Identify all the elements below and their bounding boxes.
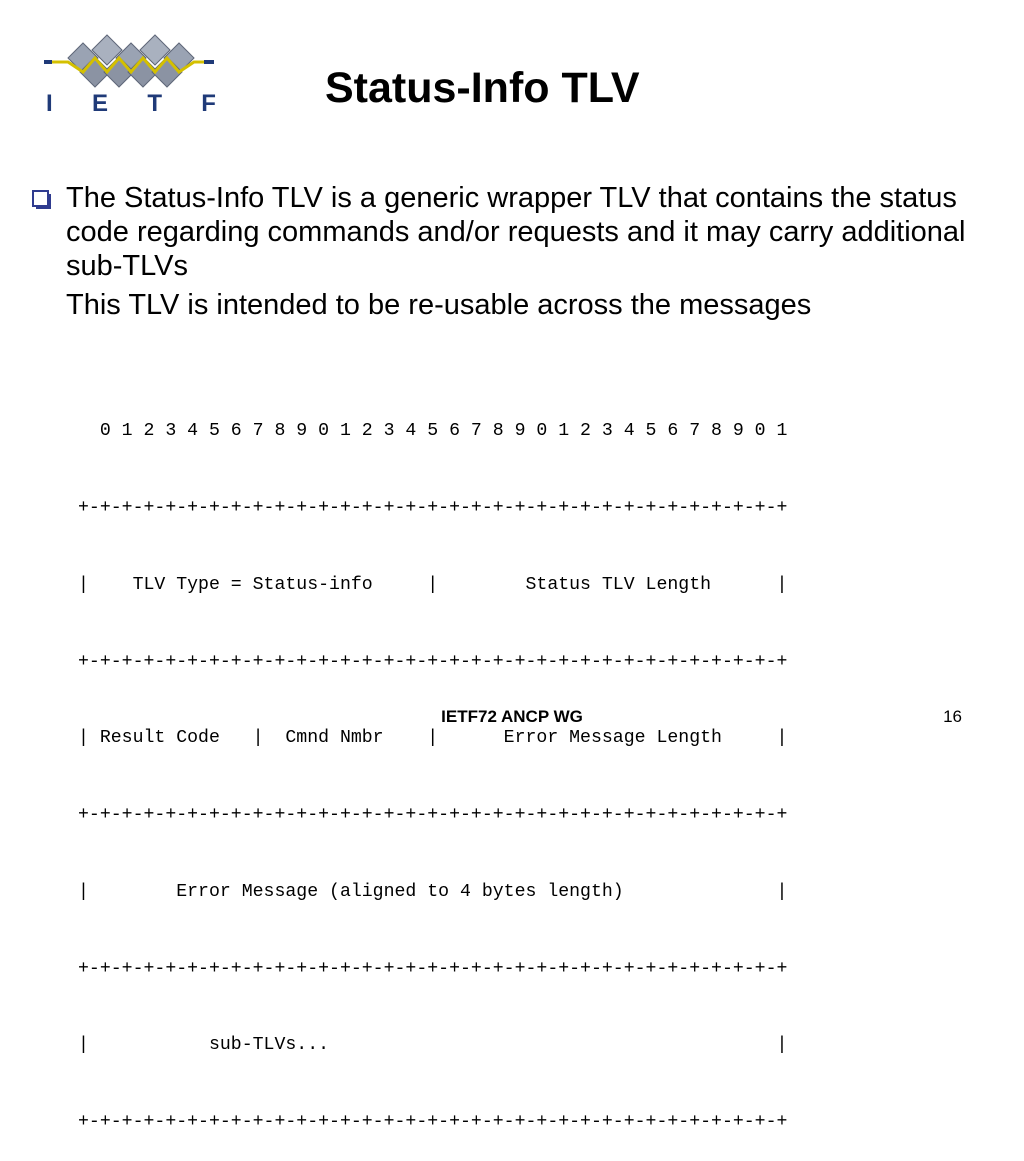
field-row: | Result Code | Cmnd Nmbr | Error Messag…	[78, 728, 788, 749]
separator-row: +-+-+-+-+-+-+-+-+-+-+-+-+-+-+-+-+-+-+-+-…	[78, 1112, 788, 1133]
separator-row: +-+-+-+-+-+-+-+-+-+-+-+-+-+-+-+-+-+-+-+-…	[78, 497, 788, 518]
separator-row: +-+-+-+-+-+-+-+-+-+-+-+-+-+-+-+-+-+-+-+-…	[78, 958, 788, 979]
field-row: | sub-TLVs... |	[78, 1035, 788, 1056]
logo-letter-e: E	[91, 90, 108, 117]
separator-row: +-+-+-+-+-+-+-+-+-+-+-+-+-+-+-+-+-+-+-+-…	[78, 805, 788, 826]
logo-letters: I E T F	[46, 90, 216, 117]
slide-title: Status-Info TLV	[325, 64, 640, 112]
sub-text: This TLV is intended to be re-usable acr…	[66, 289, 812, 321]
field-row: | Error Message (aligned to 4 bytes leng…	[78, 881, 788, 902]
packet-diagram: 0 1 2 3 4 5 6 7 8 9 0 1 2 3 4 5 6 7 8 9 …	[78, 368, 787, 1161]
bullet-text: The Status-Info TLV is a generic wrapper…	[66, 182, 966, 282]
ietf-logo	[44, 34, 214, 88]
logo-diamonds	[67, 34, 195, 88]
footer-label: IETF72 ANCP WG	[441, 707, 583, 726]
separator-row: +-+-+-+-+-+-+-+-+-+-+-+-+-+-+-+-+-+-+-+-…	[78, 651, 788, 672]
logo-wave-line	[44, 55, 214, 75]
logo-letter-f: F	[201, 90, 216, 117]
hollow-square-bullet-icon	[32, 190, 51, 209]
bullet-item: The Status-Info TLV is a generic wrapper…	[30, 181, 990, 283]
field-row: | TLV Type = Status-info | Status TLV Le…	[78, 574, 788, 595]
logo-letter-t: T	[147, 90, 162, 117]
page-number: 16	[943, 707, 962, 726]
logo-letter-i: I	[46, 90, 53, 117]
bit-index-row: 0 1 2 3 4 5 6 7 8 9 0 1 2 3 4 5 6 7 8 9 …	[78, 421, 788, 442]
